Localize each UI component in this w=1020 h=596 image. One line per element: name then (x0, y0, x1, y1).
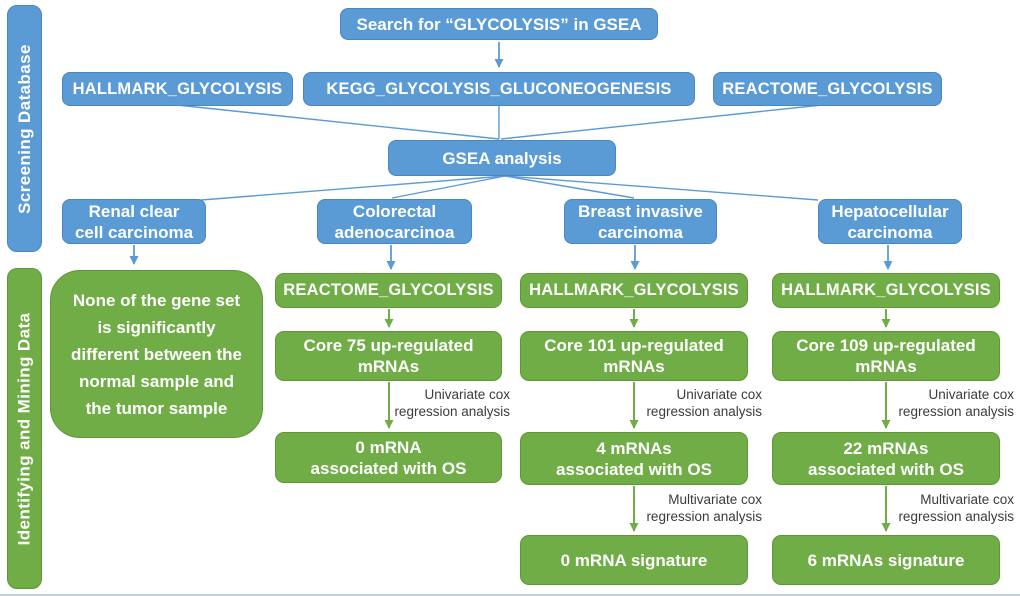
sidebar-screening-database-label: Screening Database (14, 43, 34, 214)
univariate-cox-label-colorectal: Univariate cox regression analysis (394, 387, 510, 419)
signature-node-hepatocellular: 6 mRNAs signature (772, 535, 1000, 585)
figure-bottom-edge (0, 594, 1020, 596)
gsea-analysis-node: GSEA analysis (388, 140, 616, 176)
cancer-node-colorectal: Colorectal adenocarcinoa (317, 199, 472, 244)
os-mrna-node-breast: 4 mRNAs associated with OS (520, 432, 748, 485)
univariate-cox-label-hepatocellular: Univariate cox regression analysis (898, 387, 1014, 419)
signature-node-breast: 0 mRNA signature (520, 535, 748, 585)
core-mrna-node-hepatocellular: Core 109 up-regulated mRNAs (772, 331, 1000, 381)
core-mrna-node-colorectal: Core 75 up-regulated mRNAs (275, 331, 502, 381)
os-mrna-node-colorectal: 0 mRNA associated with OS (275, 432, 502, 483)
sidebar-screening-database: Screening Database (7, 5, 42, 252)
sidebar-identifying-mining-data: Identifying and Mining Data (7, 268, 42, 589)
cancer-node-breast: Breast invasive carcinoma (564, 199, 717, 244)
geneset-result-node-breast: HALLMARK_GLYCOLYSIS (520, 273, 748, 308)
search-gsea-node: Search for “GLYCOLYSIS” in GSEA (340, 8, 658, 40)
cancer-node-hepatocellular: Hepatocellular carcinoma (818, 199, 962, 244)
multivariate-cox-label-breast: Multivariate cox regression analysis (646, 492, 762, 524)
os-mrna-node-hepatocellular: 22 mRNAs associated with OS (772, 432, 1000, 485)
geneset-node-hallmark: HALLMARK_GLYCOLYSIS (62, 72, 293, 106)
univariate-cox-label-breast: Univariate cox regression analysis (646, 387, 762, 419)
result-node-renal: None of the gene set is significantly di… (50, 270, 263, 438)
geneset-node-kegg: KEGG_GLYCOLYSIS_GLUCONEOGENESIS (303, 72, 695, 106)
cancer-node-renal: Renal clear cell carcinoma (62, 199, 206, 244)
multivariate-cox-label-hepatocellular: Multivariate cox regression analysis (898, 492, 1014, 524)
core-mrna-node-breast: Core 101 up-regulated mRNAs (520, 331, 748, 381)
geneset-result-node-hepatocellular: HALLMARK_GLYCOLYSIS (772, 273, 1000, 308)
sidebar-identifying-mining-data-label: Identifying and Mining Data (14, 312, 34, 545)
geneset-node-reactome: REACTOME_GLYCOLYSIS (713, 72, 942, 106)
geneset-result-node-colorectal: REACTOME_GLYCOLYSIS (275, 273, 502, 308)
